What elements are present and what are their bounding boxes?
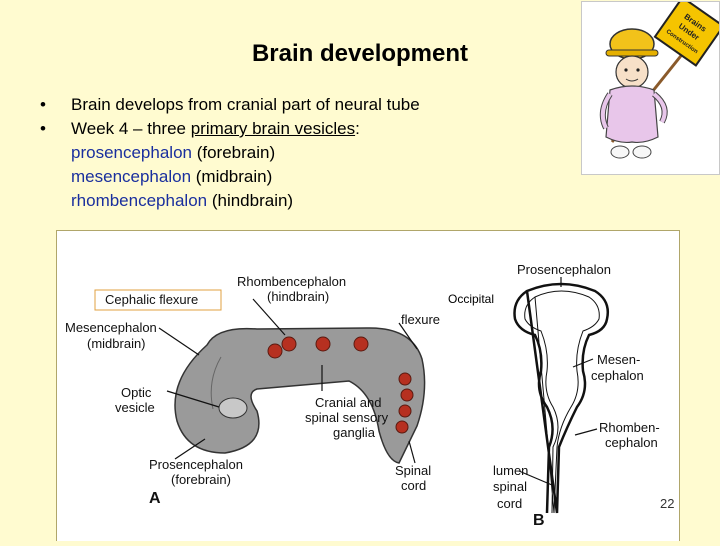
label-cord-b: cord [497,496,522,511]
label-prosencephalon-b: Prosencephalon [517,262,611,277]
bullet-marker: • [40,119,46,138]
label-ganglia: ganglia [333,425,376,440]
label-spinal-b: spinal [493,479,527,494]
vesicle-gloss: (midbrain) [191,167,273,186]
construction-cartoon-image: Brains Under Construction [581,0,720,175]
bullet-list: • Brain develops from cranial part of ne… [40,93,560,213]
label-occipital: Occipital [446,291,497,307]
vesicle-line-mesencephalon: mesencephalon (midbrain) [40,165,560,189]
label-midbrain: (midbrain) [87,336,146,351]
vesicle-gloss: (forebrain) [191,143,276,162]
vesicle-line-rhombencephalon: rhombencephalon (hindbrain) [40,189,560,213]
vesicle-term: mesencephalon [71,167,192,186]
label-cord-a: cord [401,478,426,493]
label-cephalon-1: cephalon [591,368,644,383]
label-cephalic-flexure: Cephalic flexure [105,292,198,307]
bullet-text-suffix: : [355,119,360,138]
label-mesencephalon: Mesencephalon [65,320,157,335]
bullet-text-prefix: Week 4 – three [71,119,191,138]
slide-title: Brain development [251,40,469,67]
label-spinal-a: Spinal [395,463,431,478]
label-spinal-sensory: spinal sensory [305,410,389,425]
label-forebrain: (forebrain) [171,472,231,487]
label-hindbrain: (hindbrain) [267,289,329,304]
page-number: 22 [660,496,675,511]
embryo-brain-figure: Cephalic flexure Rhombencephalon (hindbr… [56,230,680,541]
bullet-marker: • [40,95,46,114]
label-flexure: flexure [401,312,440,327]
vesicle-term: prosencephalon [71,143,192,162]
label-rhombencephalon: Rhombencephalon [237,274,346,289]
vesicle-gloss: (hindbrain) [207,191,294,210]
primary-vesicles-term: primary brain vesicles [190,119,356,138]
panel-label-a: A [149,490,161,507]
bullet-item: • Week 4 – three primary brain vesicles: [40,117,560,141]
label-prosencephalon-a: Prosencephalon [149,457,243,472]
bullet-item: • Brain develops from cranial part of ne… [40,93,560,117]
bullet-text: Brain develops from cranial part of neur… [71,95,420,114]
label-cranial: Cranial and [315,395,382,410]
vesicle-term: rhombencephalon [71,191,208,210]
label-vesicle: vesicle [115,400,155,415]
label-optic: Optic [121,385,152,400]
panel-label-b: B [533,512,545,529]
label-rhomben: Rhomben- [599,420,660,435]
label-cephalon-2: cephalon [605,435,658,450]
label-mesen: Mesen- [597,352,640,367]
label-lumen: lumen [493,463,528,478]
vesicle-line-prosencephalon: prosencephalon (forebrain) [40,141,560,165]
